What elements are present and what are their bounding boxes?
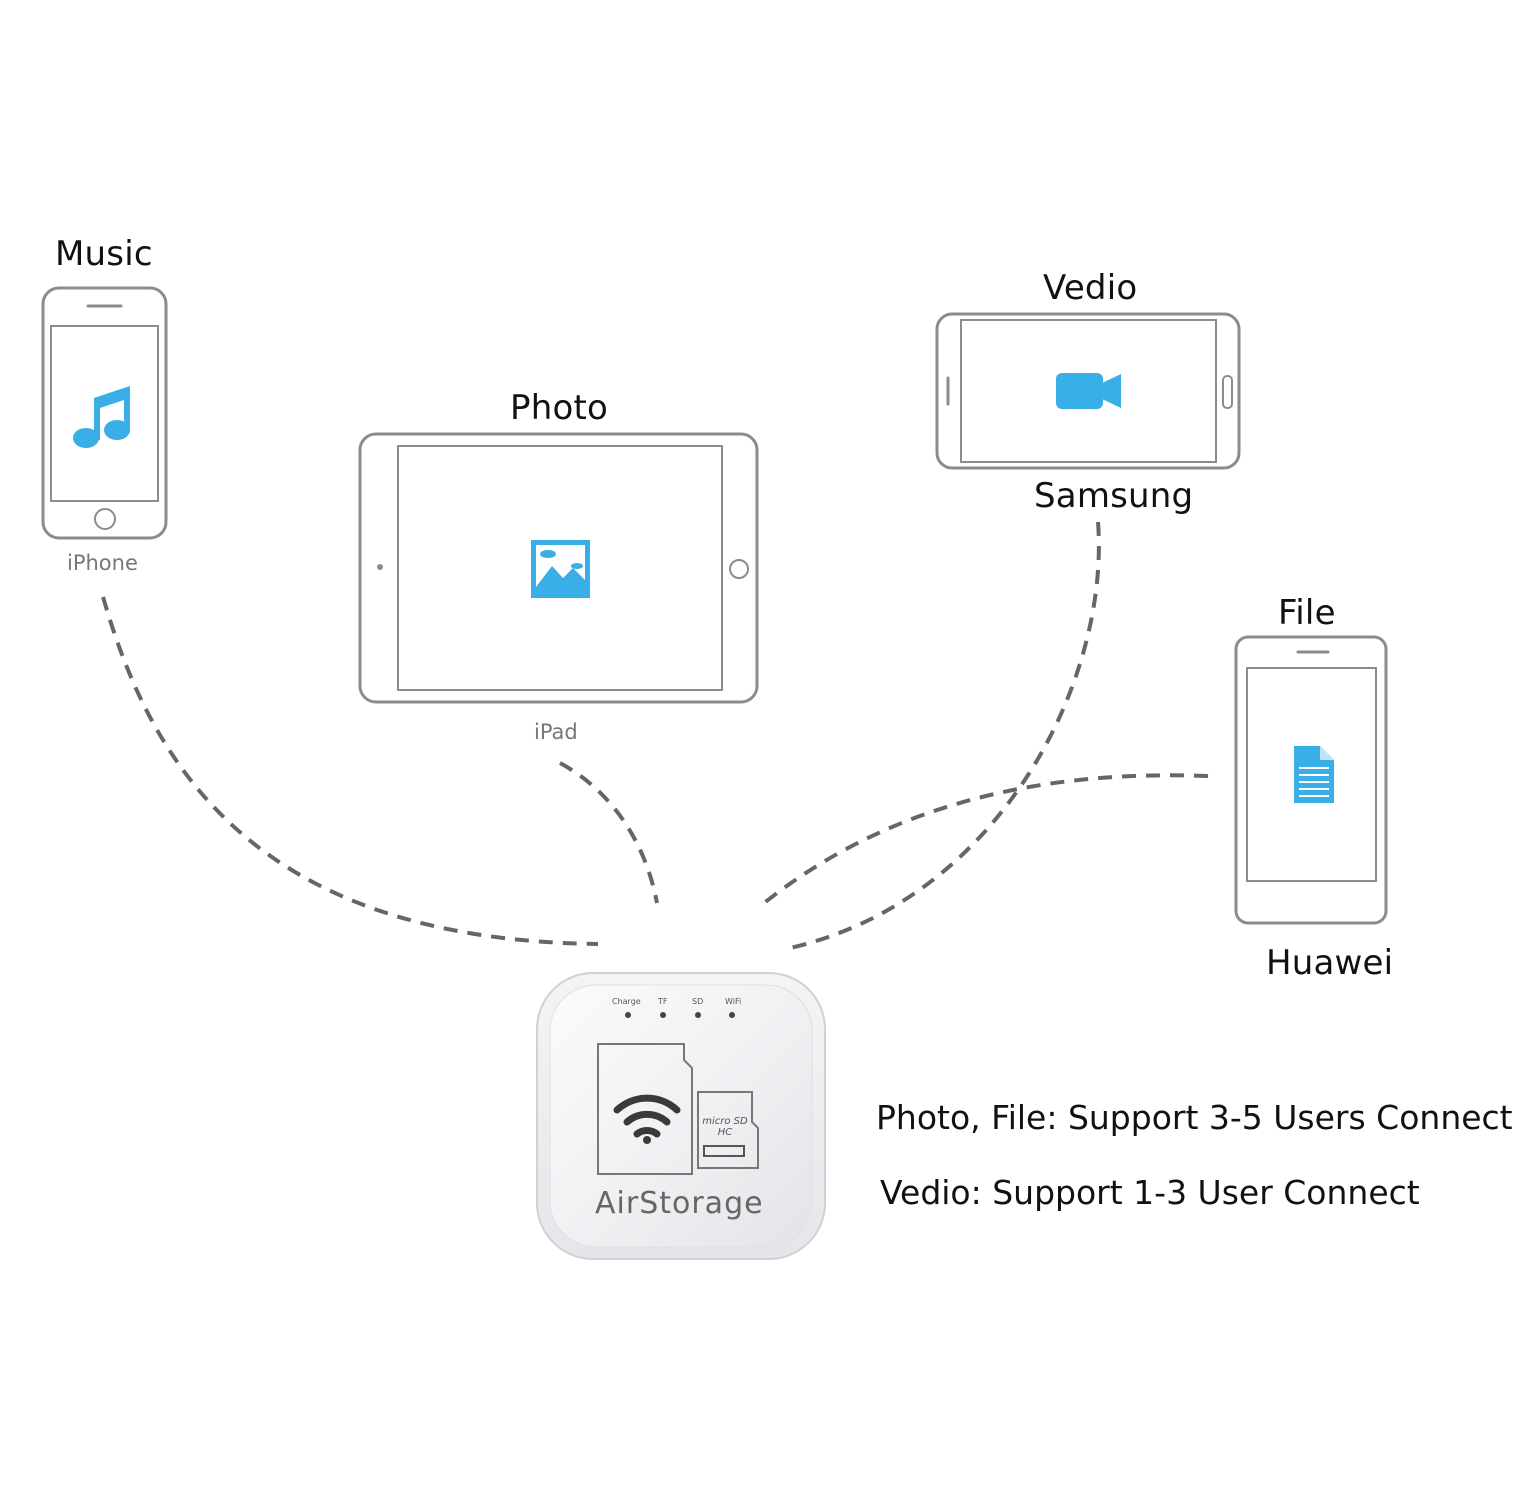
link-huawei [756,773,1209,910]
airstorage-brand: AirStorage [595,1186,764,1221]
ipad-label: iPad [534,720,578,744]
music-caption: Music [55,234,153,274]
samsung-label: Samsung [1034,476,1194,516]
indicator-charge: Charge [612,997,641,1006]
link-ipad [559,761,659,904]
link-iphone [101,596,599,946]
indicator-tf: TF [658,997,668,1006]
indicator-wifi: WiFi [725,997,742,1006]
note-vedio: Vedio: Support 1-3 User Connect [880,1173,1420,1212]
microsd-text: micro SD HC [702,1116,748,1138]
file-caption: File [1278,593,1336,633]
note-photo-file: Photo, File: Support 3-5 Users Connect [876,1098,1513,1137]
indicator-sd: SD [692,997,704,1006]
link-samsung [789,521,1101,950]
huawei-label: Huawei [1266,943,1394,983]
photo-caption: Photo [510,388,608,428]
iphone-label: iPhone [67,551,138,575]
vedio-caption: Vedio [1043,268,1138,308]
